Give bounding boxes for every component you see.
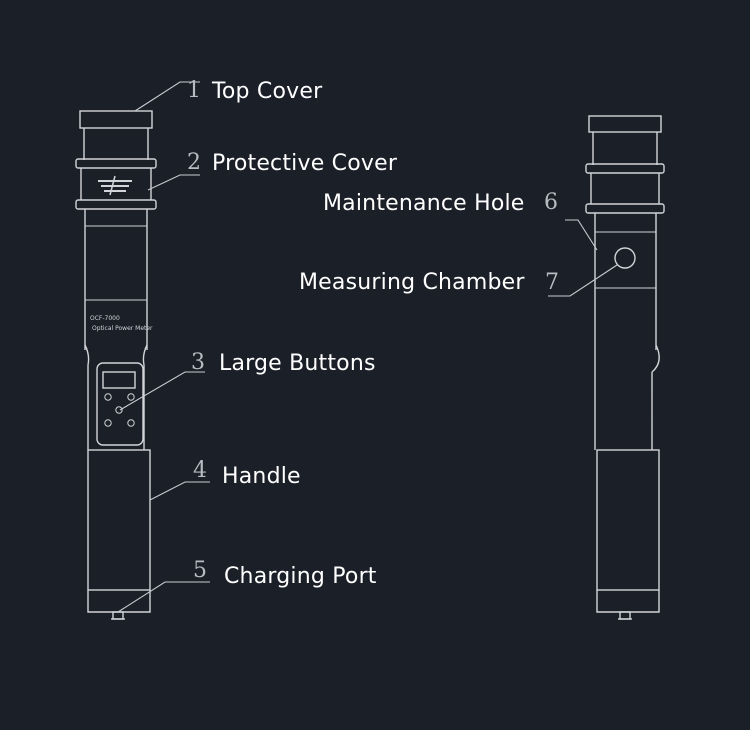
leader-1 (134, 81, 200, 112)
leader-5 (117, 581, 210, 613)
brand-logo-mark (98, 175, 132, 196)
leader-lines (117, 81, 618, 613)
label-large-buttons: Large Buttons (219, 351, 376, 376)
measuring-chamber-port (614, 247, 636, 269)
callout-number-6: 6 (544, 190, 558, 215)
leader-6 (565, 219, 598, 251)
label-charging-port: Charging Port (224, 564, 377, 589)
leader-4 (149, 481, 210, 501)
callout-number-7: 7 (545, 270, 559, 295)
engraving-model: OCF-7000 (90, 315, 120, 322)
label-handle: Handle (222, 464, 301, 489)
leader-7 (548, 264, 618, 297)
label-protective-cover: Protective Cover (212, 151, 398, 176)
callout-number-5: 5 (193, 558, 207, 583)
keypad-panel (96, 362, 144, 446)
top-cover-cap (79, 110, 153, 129)
leader-2 (147, 174, 200, 191)
handle-grip (87, 449, 151, 591)
callout-number-1: 1 (187, 78, 201, 103)
callout-number-3: 3 (191, 350, 205, 375)
label-measuring-chamber: Measuring Chamber (299, 270, 525, 295)
leader-3 (119, 371, 205, 411)
front-view-device: OCF-7000 Optical Power Meter (75, 110, 157, 620)
callout-number-4: 4 (193, 458, 207, 483)
callout-number-2: 2 (187, 150, 201, 175)
side-view-device (585, 115, 665, 620)
engraving-subtitle: Optical Power Meter (92, 325, 153, 332)
label-top-cover: Top Cover (212, 79, 323, 104)
display-window (102, 371, 136, 389)
label-maintenance-hole: Maintenance Hole (323, 191, 525, 216)
charging-port-plug (112, 611, 124, 620)
